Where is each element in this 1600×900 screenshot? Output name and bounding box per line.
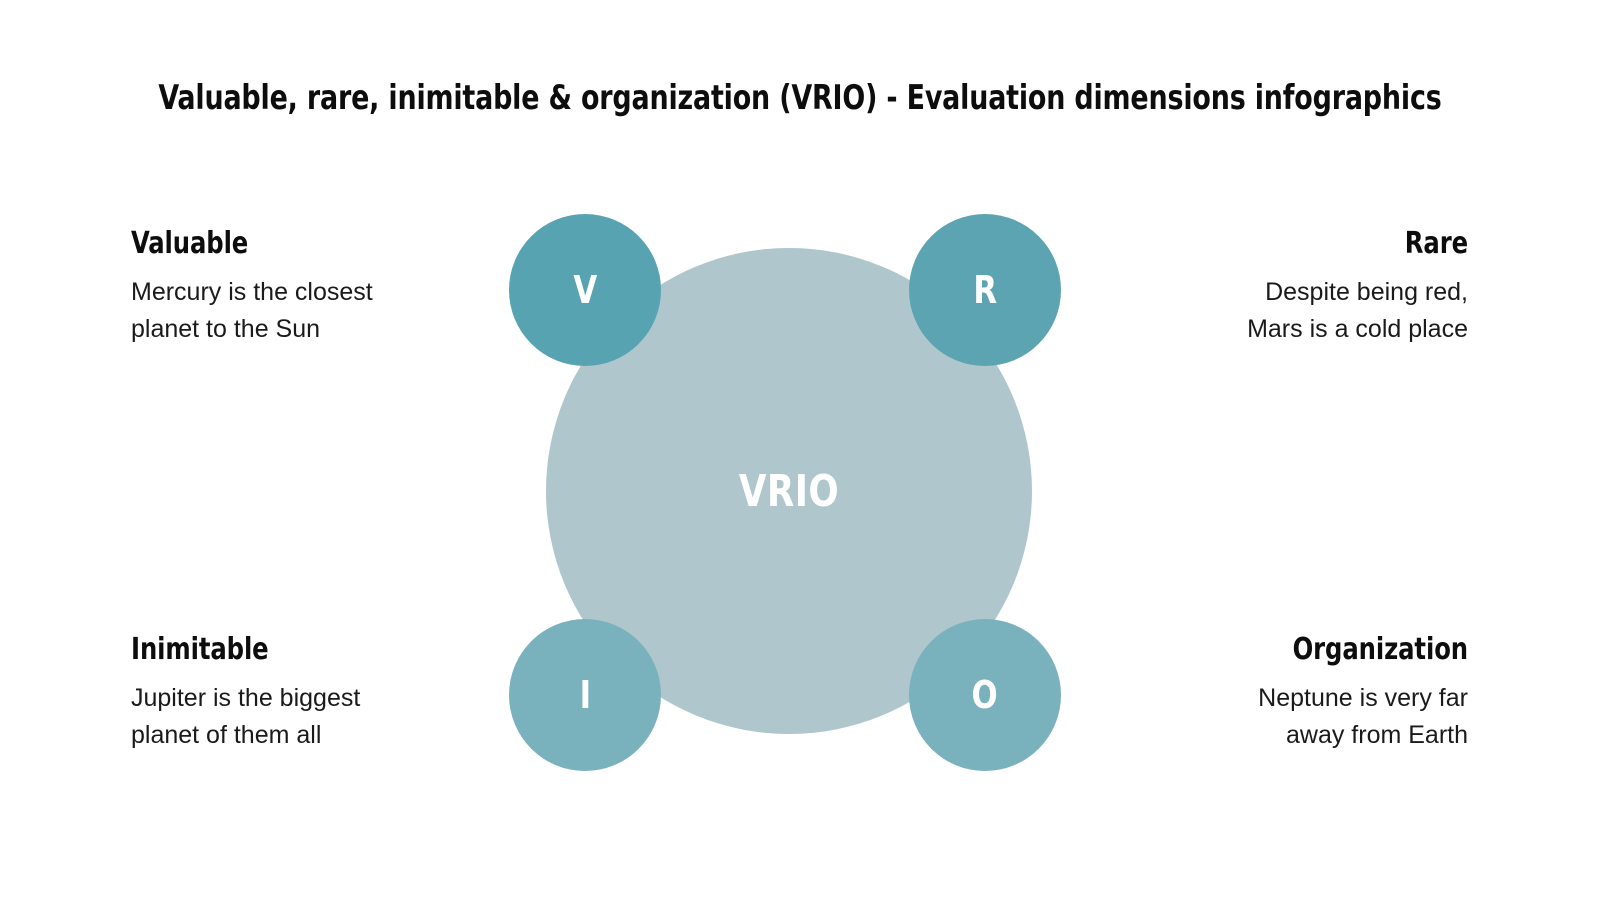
body-organization: Neptune is very far away from Earth [1258,684,1468,749]
node-letter-r: R [973,268,997,312]
heading-rare: Rare [1404,226,1468,261]
text-block-rare: Rare Despite being red, Mars is a cold p… [1138,226,1468,348]
body-inimitable: Jupiter is the biggest planet of them al… [131,684,361,749]
node-letter-o: O [971,673,999,717]
heading-valuable: Valuable [131,226,249,261]
heading-inimitable: Inimitable [131,632,269,667]
page-title: Valuable, rare, inimitable & organizatio… [158,78,1442,118]
node-circle-organization[interactable]: O [909,619,1061,771]
body-valuable: Mercury is the closest planet to the Sun [131,278,373,343]
vrio-core-label: VRIO [738,465,840,517]
node-circle-valuable[interactable]: V [509,214,661,366]
node-circle-rare[interactable]: R [909,214,1061,366]
heading-organization: Organization [1292,632,1468,667]
text-block-inimitable: Inimitable Jupiter is the biggest planet… [131,632,461,754]
node-letter-i: I [579,673,591,717]
text-block-valuable: Valuable Mercury is the closest planet t… [131,226,461,348]
body-rare: Despite being red, Mars is a cold place [1247,278,1468,343]
node-circle-inimitable[interactable]: I [509,619,661,771]
node-letter-v: V [573,268,597,312]
text-block-organization: Organization Neptune is very far away fr… [1138,632,1468,754]
